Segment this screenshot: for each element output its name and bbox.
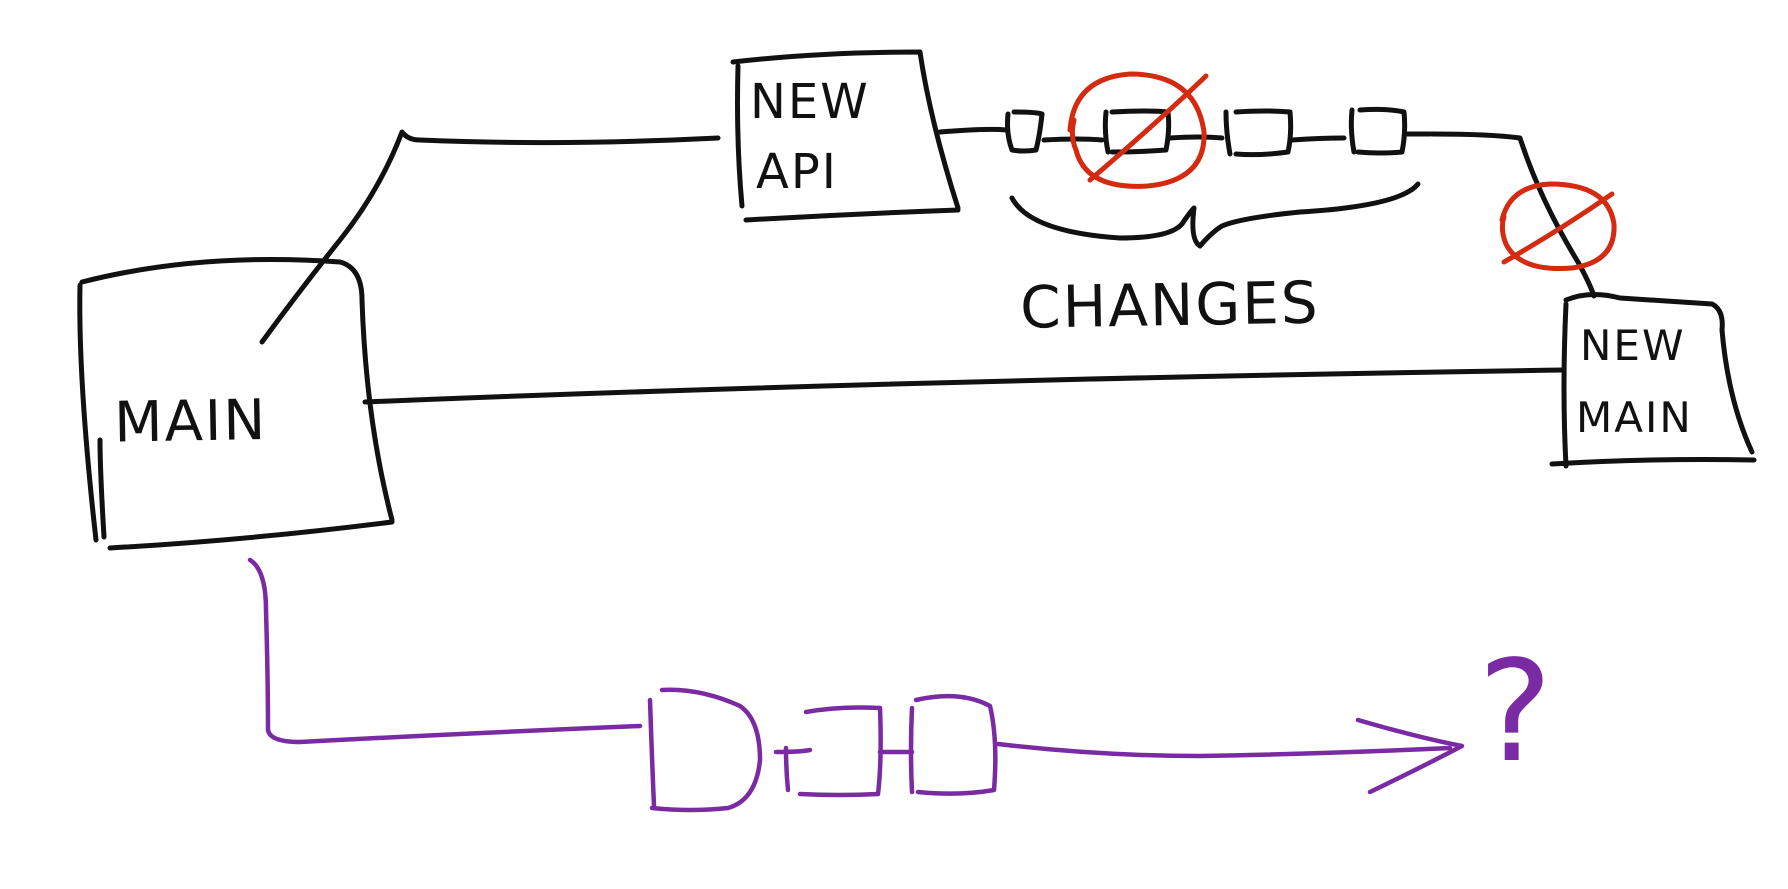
- main-node: MAIN: [77, 257, 395, 551]
- main-label: MAIN: [114, 388, 268, 456]
- new-api-box-outline: [730, 49, 961, 223]
- arrowhead-icon: [1355, 717, 1465, 795]
- new-main-box-outline: [1549, 292, 1757, 469]
- alternative-branch: ?: [247, 557, 1552, 813]
- alt-commit-link-1: [773, 747, 813, 755]
- commit-link-3: [1289, 135, 1347, 143]
- new-api-label-line1: NEW: [750, 74, 870, 130]
- alt-commit-3: [908, 693, 998, 796]
- changes-to-new-main-line: [1429, 131, 1597, 299]
- alt-commit-1: [647, 687, 763, 813]
- new-api-node: NEW API: [730, 49, 961, 223]
- new-main-label-line2: MAIN: [1576, 393, 1693, 442]
- rejected-commit-slash-icon: [1087, 73, 1209, 183]
- changes-brace: [1009, 181, 1421, 249]
- new-main-node: NEW MAIN: [1549, 292, 1757, 469]
- commit-1: [1005, 109, 1045, 154]
- commit-chain: [937, 106, 1433, 158]
- commit-link-0: [937, 126, 1009, 135]
- main-to-new-api-line: [259, 129, 721, 345]
- alt-commit-2: [783, 705, 883, 798]
- rejected-merge-circle-icon: [1499, 181, 1617, 271]
- rejected-commit-circle-icon: [1067, 71, 1207, 189]
- main-box-outline: [77, 257, 395, 551]
- new-main-label-line1: NEW: [1580, 321, 1685, 370]
- rejected-merge-slash-icon: [1501, 191, 1615, 265]
- new-api-label-line2: API: [756, 144, 838, 200]
- unknown-outcome-label: ?: [1478, 631, 1552, 794]
- alt-to-unknown-arrow: [995, 741, 1453, 759]
- commit-4: [1348, 106, 1408, 156]
- commit-3: [1223, 108, 1294, 158]
- rejected-merge-mark: [1499, 181, 1617, 271]
- changes-label: CHANGES: [1020, 269, 1321, 342]
- main-to-new-main-line: [362, 367, 1567, 405]
- commit-link-1: [1041, 136, 1105, 143]
- alternative-branch-line: [247, 557, 643, 745]
- commit-2: [1102, 108, 1172, 155]
- commit-link-2: [1167, 134, 1225, 141]
- branch-connectors: [259, 129, 1597, 405]
- rejected-commit-mark: [1067, 71, 1209, 189]
